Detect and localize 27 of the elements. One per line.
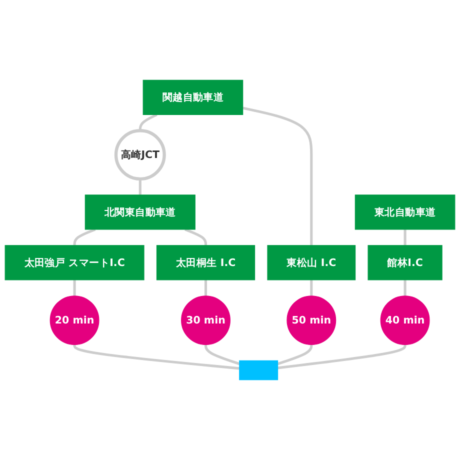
connector xyxy=(73,280,76,296)
node-box: 館林I.C xyxy=(368,245,442,280)
connector xyxy=(138,114,158,131)
node-box: 関越自動車道 xyxy=(142,80,244,115)
node-box: 東北自動車道 xyxy=(354,194,456,230)
node-circle: 高崎JCT xyxy=(114,129,166,181)
node-bar xyxy=(239,360,278,380)
node-box: 北関東自動車道 xyxy=(84,194,196,230)
node-box: 太田桐生 I.C xyxy=(156,245,256,280)
connector xyxy=(73,228,96,246)
connector xyxy=(278,344,406,370)
node-box: 太田強戸 スマートI.C xyxy=(4,245,144,280)
connector xyxy=(138,178,142,195)
node-box: 東松山 I.C xyxy=(267,245,356,280)
connector xyxy=(242,106,313,246)
connector xyxy=(73,344,240,370)
node-circle: 30 min xyxy=(181,296,230,346)
connector xyxy=(204,344,240,366)
connector xyxy=(277,344,313,366)
connector xyxy=(404,229,406,246)
connector xyxy=(404,280,406,296)
node-circle: 40 min xyxy=(380,296,430,346)
connector xyxy=(310,280,313,296)
node-circle: 50 min xyxy=(286,296,336,346)
node-circle: 20 min xyxy=(50,296,100,346)
connector xyxy=(184,228,208,246)
connector xyxy=(204,280,208,296)
